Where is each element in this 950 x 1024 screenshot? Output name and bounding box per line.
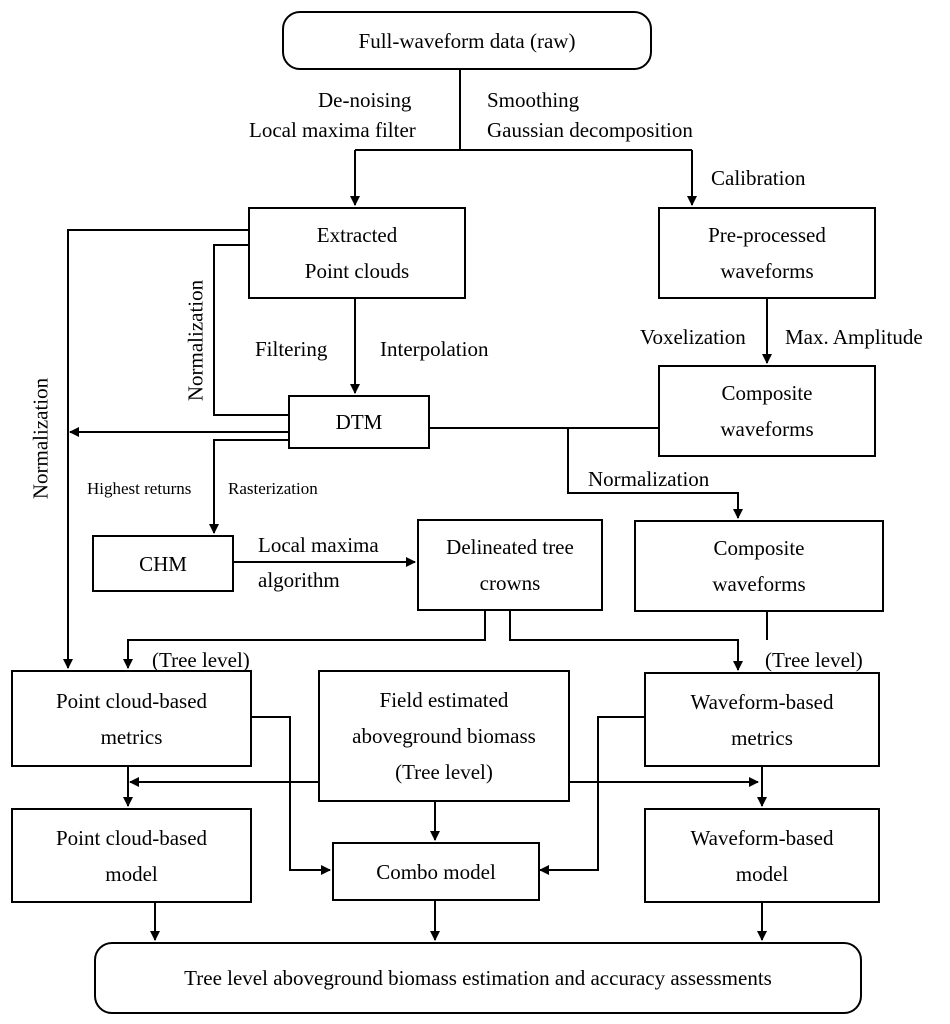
label-tree-level-right: (Tree level): [765, 648, 863, 672]
label-interpolation: Interpolation: [380, 337, 489, 361]
label-max-amplitude: Max. Amplitude: [785, 325, 923, 349]
combo-model-box: Combo model: [332, 842, 540, 901]
raw-data-box: Full-waveform data (raw): [282, 11, 652, 70]
point-cloud-model-box: Point cloud-based model: [11, 808, 252, 903]
label-voxelization: Voxelization: [640, 325, 746, 349]
label-local-maxima: Local maxima: [258, 533, 379, 557]
point-cloud-metrics-box: Point cloud-based metrics: [11, 670, 252, 767]
connector-inner-normalization: [213, 244, 288, 416]
arrow-crowns-pcmetrics: [123, 610, 486, 669]
label-calibration: Calibration: [711, 166, 806, 190]
waveform-model-box: Waveform-based model: [644, 808, 880, 903]
arrow-crowns-wfmetrics: [509, 610, 743, 671]
delineated-tree-crowns-box: Delineated tree crowns: [417, 519, 603, 611]
label-filtering: Filtering: [255, 337, 328, 361]
waveform-metrics-box: Waveform-based metrics: [644, 672, 880, 767]
arrow-pcmetrics-combo: [252, 716, 331, 875]
composite-waveforms-box-2: Composite waveforms: [634, 520, 884, 612]
arrow-wfmetrics-combo: [539, 716, 644, 875]
chm-box: CHM: [92, 535, 234, 592]
extracted-point-clouds-box: Extracted Point clouds: [248, 207, 466, 299]
label-normalization-outer: Normalization: [28, 377, 53, 500]
connector-outer-normalization: [63, 229, 248, 669]
label-rasterization: Rasterization: [228, 479, 318, 498]
label-algorithm: algorithm: [258, 568, 340, 592]
label-normalization-composite: Normalization: [588, 467, 710, 491]
arrow-normalization-composite2: [567, 428, 743, 519]
label-smoothing: Smoothing: [487, 88, 580, 112]
label-denoising: De-noising: [318, 88, 412, 112]
composite-waveforms-box-1: Composite waveforms: [658, 365, 876, 457]
preprocessed-waveforms-box: Pre-processed waveforms: [658, 207, 876, 299]
label-highest-returns: Highest returns: [87, 479, 192, 498]
label-gaussian-decomposition: Gaussian decomposition: [487, 118, 693, 142]
field-biomass-box: Field estimated aboveground biomass (Tre…: [318, 670, 570, 802]
arrow-dtm-chm: [209, 439, 288, 534]
final-assessment-box: Tree level aboveground biomass estimatio…: [94, 942, 862, 1014]
label-local-maxima-filter: Local maxima filter: [249, 118, 416, 142]
label-tree-level-left: (Tree level): [152, 648, 250, 672]
label-normalization-inner: Normalization: [183, 279, 208, 402]
dtm-box: DTM: [288, 395, 430, 449]
